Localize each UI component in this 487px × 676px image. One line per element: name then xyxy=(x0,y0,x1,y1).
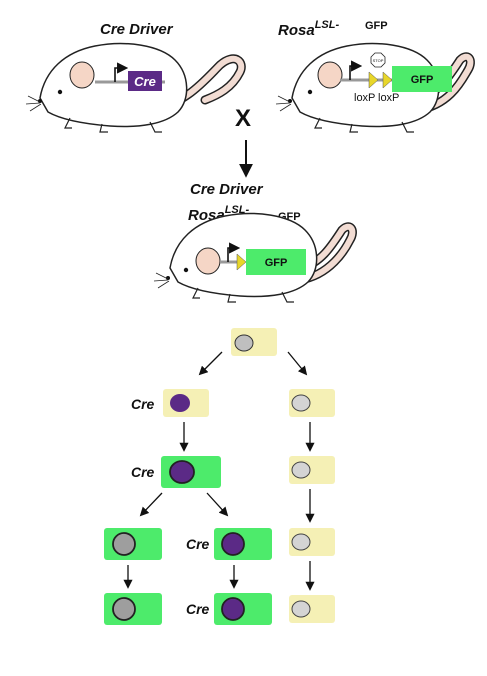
nucleus-right-3 xyxy=(291,533,311,551)
gfp-gene-box-top xyxy=(392,66,452,92)
loxp-triangle-1 xyxy=(368,71,379,89)
offspring-cre-driver-label: Cre Driver xyxy=(190,181,263,198)
cre-gene-box xyxy=(128,71,162,91)
arrow-root-left xyxy=(198,351,223,376)
cre-gene-text: Cre xyxy=(134,74,156,89)
cre-label-3: Cre xyxy=(186,536,210,552)
mouse-rosa-lsl-gfp: STOP GFP loxP loxP xyxy=(275,42,475,133)
nucleus-root xyxy=(234,334,254,352)
gfp-gene-text-top: GFP xyxy=(411,74,434,86)
stop-text: STOP xyxy=(373,58,384,63)
loxp-label-2: loxP xyxy=(378,92,399,104)
mouse-cre-driver: Cre xyxy=(25,42,246,133)
stop-sign-icon xyxy=(370,52,386,68)
rosa-gfp-label: GFP xyxy=(365,20,388,32)
loxp-triangle-offspring xyxy=(236,253,247,271)
lsl-sup: LSL- xyxy=(314,19,340,31)
cre-driver-label: Cre Driver xyxy=(100,21,173,38)
cre-label-1: Cre xyxy=(131,396,155,412)
rosa-text: Rosa xyxy=(278,22,315,39)
offspring-lsl-sup: LSL- xyxy=(224,204,250,216)
loxp-label-1: loxP xyxy=(354,92,375,104)
lineage-tree xyxy=(104,328,335,625)
nucleus-right-2 xyxy=(291,461,311,479)
cross-symbol: X xyxy=(235,105,251,132)
gfp-gene-text-offspring: GFP xyxy=(265,257,288,269)
nucleus-purple-gfp-1 xyxy=(221,532,245,556)
gfp-gene-box-offspring xyxy=(246,249,306,275)
nucleus-gray-gfp-1 xyxy=(112,532,136,556)
mouse-offspring: GFP xyxy=(153,212,357,303)
cre-label-2: Cre xyxy=(131,464,155,480)
nucleus-purple-small xyxy=(170,394,190,412)
cre-label-4: Cre xyxy=(186,601,210,617)
nucleus-purple-gfp xyxy=(169,460,195,484)
loxp-triangle-2 xyxy=(382,71,393,89)
nucleus-gray-gfp-2 xyxy=(112,597,136,621)
rosa-lsl-label: RosaLSL- xyxy=(278,19,340,39)
offspring-gfp-label: GFP xyxy=(278,211,301,223)
arrow-l3-left xyxy=(139,492,163,517)
arrow-l3-right xyxy=(206,492,229,517)
nucleus-right-1 xyxy=(291,394,311,412)
nucleus-purple-gfp-2 xyxy=(221,597,245,621)
nucleus-right-4 xyxy=(291,600,311,618)
arrow-root-right xyxy=(287,351,308,376)
